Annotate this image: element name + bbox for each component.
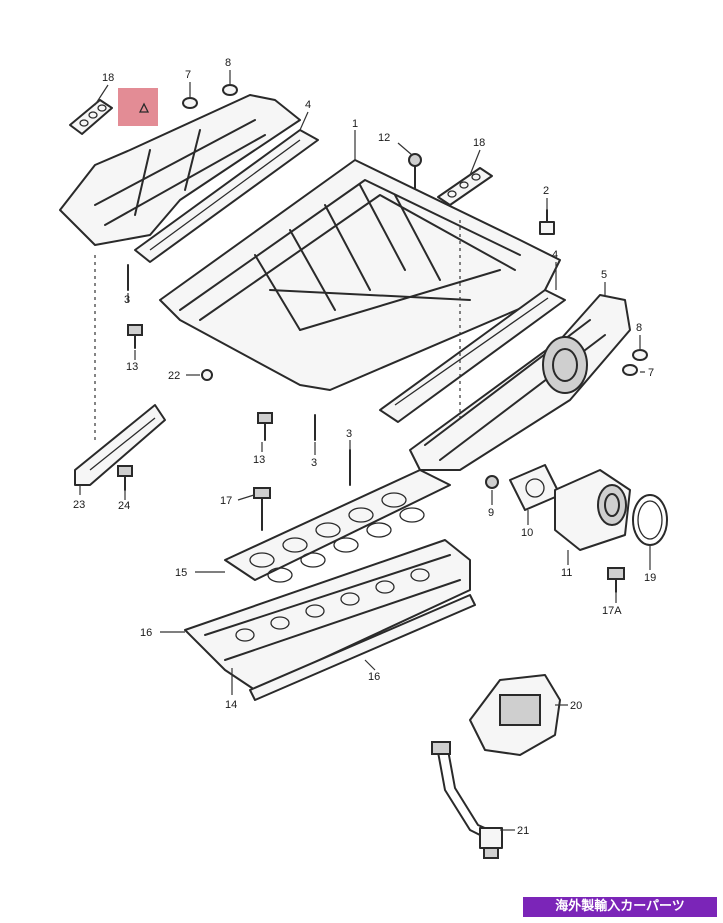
plug-8-right: [632, 349, 648, 361]
callout-18-left: 18: [102, 72, 114, 84]
callout-8-top: 8: [225, 57, 231, 69]
sensor-2: [539, 209, 555, 235]
gasket-4-right: [379, 289, 566, 423]
bracket-23: [74, 404, 166, 486]
resonator-cover-right: [409, 294, 631, 471]
plug-7-right: [622, 364, 638, 376]
callout-1: 1: [352, 118, 358, 130]
callout-3-center: 3: [311, 457, 317, 469]
callout-21: 21: [517, 825, 529, 837]
leader-lines: [79, 70, 651, 831]
clip-22: [201, 369, 213, 381]
callout-7-top: 7: [185, 69, 191, 81]
callout-8-right: 8: [636, 322, 642, 334]
callout-23: 23: [73, 499, 85, 511]
watermark-badge: 海外製輸入カーパーツ: [523, 897, 717, 917]
lower-manifold-14: [184, 539, 471, 691]
hose-21: [431, 741, 503, 859]
callout-2: 2: [543, 185, 549, 197]
callout-3-lower: 3: [346, 428, 352, 440]
callout-4-right: 4: [552, 249, 558, 261]
callout-16-left: 16: [140, 627, 152, 639]
callout-17: 17: [220, 495, 232, 507]
callout-12: 12: [378, 132, 390, 144]
gasket-16-lower: [249, 594, 476, 701]
gasket-18-left: [69, 99, 113, 135]
callout-19: 19: [644, 572, 656, 584]
callout-15: 15: [175, 567, 187, 579]
callout-4-left: 4: [305, 99, 311, 111]
clamp-19: [632, 494, 668, 546]
callout-5: 5: [601, 269, 607, 281]
bolt-17a: [607, 567, 625, 593]
plug-8-top: [222, 84, 238, 96]
callout-11: 11: [561, 567, 572, 579]
callout-10: 10: [521, 527, 533, 539]
control-unit-20: [469, 674, 561, 756]
callout-17a: 17A: [602, 605, 622, 617]
callout-9: 9: [488, 507, 494, 519]
throttle-body-11: [554, 469, 631, 551]
gasket-4-left: [134, 129, 319, 263]
bolt-12: [408, 153, 422, 189]
callout-22: 22: [168, 370, 180, 382]
gasket-15: [224, 469, 451, 583]
plug-7-top: [182, 97, 198, 109]
bolt-13-center: [257, 412, 273, 441]
callout-3-left: 3: [124, 294, 130, 306]
callout-13-center: 13: [253, 454, 265, 466]
bolt-13-left: [127, 324, 143, 349]
gasket-18-right: [437, 167, 493, 206]
resonator-cover-left: [59, 94, 301, 246]
callout-20: 20: [570, 700, 582, 712]
bolt-24: [117, 465, 133, 491]
callout-24: 24: [118, 500, 130, 512]
highlight-marker: [118, 88, 158, 126]
callout-14: 14: [225, 699, 237, 711]
callout-13-left: 13: [126, 361, 138, 373]
callout-labels: 18 7 8 4 1 12 18 2 4 3 13 22 5 8 7 13 3 …: [73, 57, 656, 837]
callout-18-right: 18: [473, 137, 485, 149]
gasket-10: [509, 464, 561, 511]
callout-7-right: 7: [648, 367, 654, 379]
arrow-icon: [138, 102, 150, 113]
callout-16-lower: 16: [368, 671, 380, 683]
bolt-17: [253, 487, 271, 531]
bolt-9: [485, 475, 499, 489]
